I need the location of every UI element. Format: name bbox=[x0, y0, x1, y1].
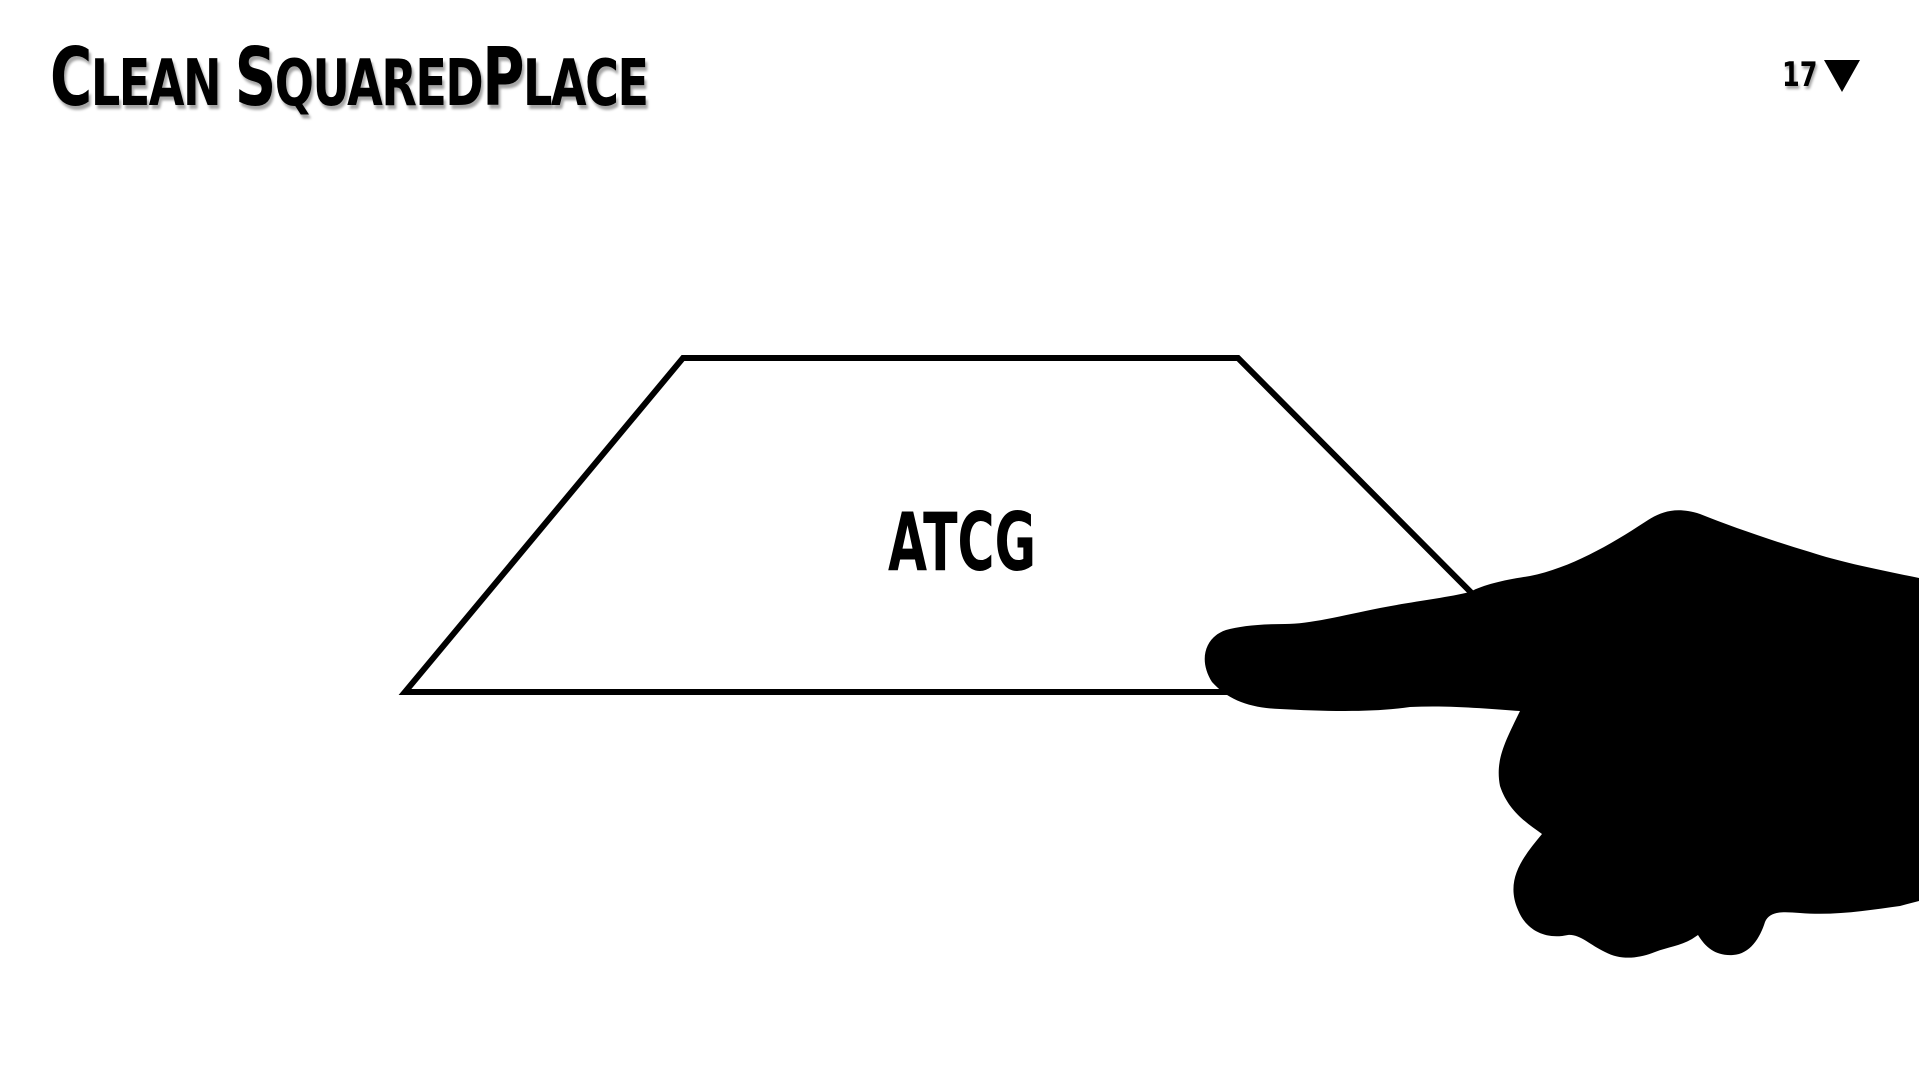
title-initial-s: S bbox=[234, 31, 276, 124]
triangle-down-icon[interactable] bbox=[1824, 60, 1860, 92]
pointing-hand-icon bbox=[1204, 510, 1919, 958]
slide-number: 17 bbox=[1782, 55, 1818, 95]
title-initial-p: P bbox=[482, 31, 524, 124]
slide-title: CLEAN SQUAREDPLACE bbox=[50, 38, 649, 121]
title-word-place: LACE bbox=[522, 47, 649, 121]
title-word-clean: LEAN bbox=[90, 47, 235, 121]
title-initial-c: C bbox=[50, 31, 92, 124]
trapezoid-label: ATCG bbox=[888, 496, 1036, 589]
title-word-squared: QUARED bbox=[274, 47, 484, 121]
